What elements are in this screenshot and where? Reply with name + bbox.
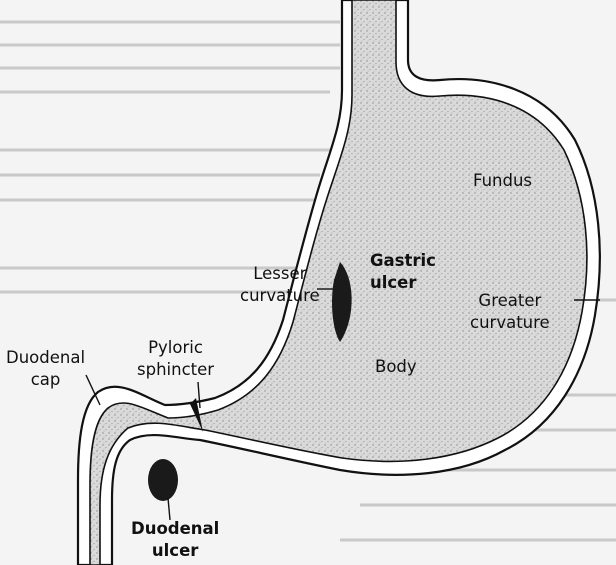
label-pyloric-sphincter-line2: sphincter [137,359,214,381]
label-duodenal-cap: Duodenal cap [6,347,85,391]
label-lesser-curvature: Lesser curvature [240,263,320,307]
duodenal-ulcer-crater [148,459,178,501]
label-lesser-curvature-line1: Lesser [240,263,320,285]
label-duodenal-ulcer: Duodenal ulcer [131,518,219,562]
label-duodenal-cap-line1: Duodenal [6,347,85,369]
label-greater-curvature: Greater curvature [470,290,550,334]
label-duodenal-cap-line2: cap [6,369,85,391]
label-fundus: Fundus [473,170,532,192]
label-gastric-ulcer: Gastric ulcer [370,250,436,294]
label-greater-curvature-line2: curvature [470,312,550,334]
label-duodenal-ulcer-line1: Duodenal [131,518,219,540]
label-duodenal-ulcer-line2: ulcer [131,540,219,562]
label-greater-curvature-line1: Greater [470,290,550,312]
label-body: Body [375,356,417,378]
label-lesser-curvature-line2: curvature [240,285,320,307]
label-gastric-ulcer-line1: Gastric [370,250,436,272]
label-pyloric-sphincter-line1: Pyloric [137,337,214,359]
label-pyloric-sphincter: Pyloric sphincter [137,337,214,381]
label-gastric-ulcer-line2: ulcer [370,272,436,294]
